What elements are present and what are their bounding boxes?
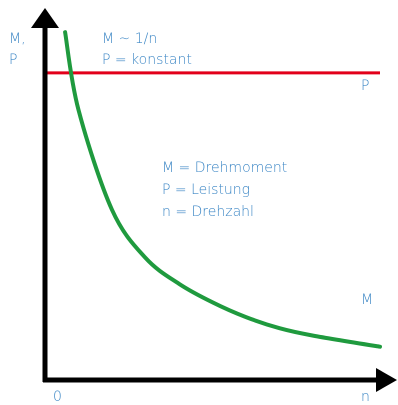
legend-text-n: n = Drehzahl	[162, 204, 254, 220]
series-line-m	[63, 30, 382, 349]
legend-text-p: P = Leistung	[162, 182, 250, 198]
series-label-m: M	[361, 292, 373, 308]
series-label-p: P	[361, 78, 369, 94]
x-axis-arrow-icon	[376, 368, 397, 392]
origin-label: 0	[53, 389, 62, 405]
curves	[45, 30, 382, 349]
y-axis-arrow-icon	[31, 8, 59, 28]
y-axis-label-m: M,	[9, 31, 26, 47]
legend-text-m: M = Drehmoment	[162, 160, 287, 176]
formula-line-2: P = konstant	[102, 52, 192, 68]
formula-line-1: M ~ 1/n	[102, 31, 157, 47]
x-axis-label: n	[361, 389, 370, 405]
y-axis-label-p: P	[9, 52, 17, 68]
